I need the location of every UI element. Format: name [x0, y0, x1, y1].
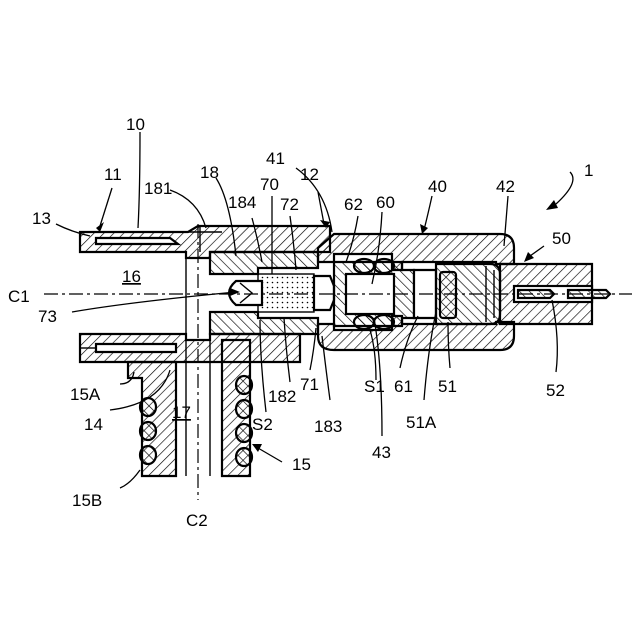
label-51A: 51A: [406, 413, 437, 432]
label-S2: S2: [252, 415, 273, 434]
label-15: 15: [292, 455, 311, 474]
label-182: 182: [268, 387, 296, 406]
label-10: 10: [126, 115, 145, 134]
label-1: 1: [584, 161, 593, 180]
label-17: 17: [172, 403, 191, 422]
label-16: 16: [122, 267, 141, 286]
label-70: 70: [260, 175, 279, 194]
label-73: 73: [38, 307, 57, 326]
label-15B: 15B: [72, 491, 102, 510]
label-42: 42: [496, 177, 515, 196]
label-181: 181: [144, 179, 172, 198]
label-11: 11: [104, 165, 122, 184]
label-60: 60: [376, 193, 395, 212]
label-184: 184: [228, 193, 256, 212]
label-43: 43: [372, 443, 391, 462]
label-C2: C2: [186, 511, 208, 530]
label-41: 41: [266, 149, 285, 168]
label-52: 52: [546, 381, 565, 400]
label-15A: 15A: [70, 385, 101, 404]
label-51: 51: [438, 377, 457, 396]
label-13: 13: [32, 209, 51, 228]
label-62: 62: [344, 195, 363, 214]
label-40: 40: [428, 177, 447, 196]
label-14: 14: [84, 415, 103, 434]
label-12: 12: [300, 165, 319, 184]
label-50: 50: [552, 229, 571, 248]
label-71: 71: [300, 375, 319, 394]
label-183: 183: [314, 417, 342, 436]
label-61: 61: [394, 377, 413, 396]
label-18: 18: [200, 163, 219, 182]
label-72: 72: [280, 195, 299, 214]
label-C1: C1: [8, 287, 30, 306]
label-S1: S1: [364, 377, 385, 396]
